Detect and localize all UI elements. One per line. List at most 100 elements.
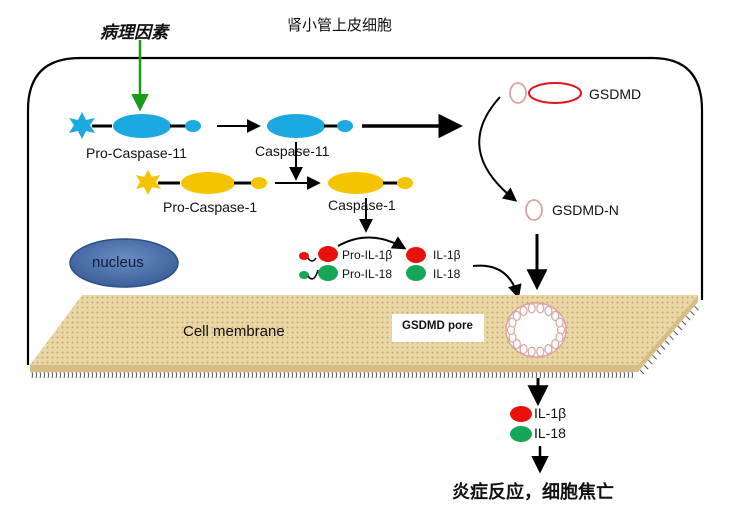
pore-subunit bbox=[512, 310, 521, 321]
lipid-tail bbox=[43, 371, 45, 379]
lipid-tail bbox=[275, 371, 277, 379]
lipid-tail bbox=[483, 371, 485, 379]
lipid-tail bbox=[231, 371, 233, 379]
lipid-tail bbox=[367, 371, 369, 379]
pro-il-1b-glyph bbox=[299, 246, 338, 262]
pro-caspase-11-protein bbox=[69, 112, 201, 139]
lipid-tail bbox=[503, 371, 505, 379]
lipid-tail bbox=[479, 371, 481, 379]
lipid-tail bbox=[315, 371, 317, 379]
lipid-tail bbox=[459, 371, 461, 379]
lipid-tail bbox=[407, 371, 409, 379]
lipid-tail bbox=[623, 371, 625, 379]
lipid-tail bbox=[463, 371, 465, 379]
lipid-tail bbox=[311, 371, 313, 379]
lipid-tail bbox=[379, 371, 381, 379]
lipid-tail bbox=[119, 371, 121, 379]
lipid-tail bbox=[685, 315, 691, 321]
lipid-tail bbox=[323, 371, 325, 379]
gsdmd-pore-label: GSDMD pore bbox=[402, 320, 473, 332]
lipid-tail bbox=[619, 371, 621, 379]
pore-subunit bbox=[551, 339, 560, 350]
lipid-tail bbox=[431, 371, 433, 379]
lipid-tail bbox=[690, 310, 695, 316]
lipid-tail bbox=[669, 335, 674, 341]
lipid-tail bbox=[223, 371, 225, 379]
lipid-tail bbox=[547, 371, 549, 379]
lipid-tail bbox=[91, 371, 93, 379]
pore-subunit bbox=[519, 305, 528, 316]
lipid-tail bbox=[211, 371, 213, 379]
lipid-tail bbox=[415, 371, 417, 379]
lipid-tail bbox=[279, 371, 281, 379]
lipid-tail bbox=[575, 371, 577, 379]
lipid-tail bbox=[155, 371, 157, 379]
lipid-tail bbox=[75, 371, 77, 379]
lipid-tail bbox=[531, 371, 533, 379]
arrow-pro-il-to-il bbox=[337, 236, 407, 250]
lipid-tail bbox=[271, 371, 273, 379]
pore-subunit bbox=[555, 332, 564, 343]
lipid-tail bbox=[607, 371, 609, 379]
lipid-tail bbox=[495, 371, 497, 379]
lipid-tail bbox=[451, 371, 453, 379]
lipid-tail bbox=[471, 371, 473, 379]
lipid-tail bbox=[299, 371, 301, 379]
lipid-tail bbox=[419, 371, 421, 379]
lipid-tail bbox=[143, 371, 145, 379]
lipid-tail bbox=[587, 371, 589, 379]
lipid-tail bbox=[171, 371, 173, 379]
lipid-tail bbox=[499, 371, 501, 379]
lipid-tail bbox=[423, 371, 425, 379]
lipid-tail bbox=[559, 371, 561, 379]
pore-subunit bbox=[544, 344, 553, 355]
lipid-tail bbox=[551, 371, 553, 379]
lipid-tail bbox=[35, 371, 37, 379]
lipid-tail bbox=[455, 371, 457, 379]
lipid-tail bbox=[71, 371, 73, 379]
lipid-tail bbox=[487, 371, 489, 379]
gsdmd-label: GSDMD bbox=[589, 86, 642, 102]
il-18-label: IL-18 bbox=[433, 267, 461, 281]
caspase-1-label: Caspase-1 bbox=[328, 197, 396, 213]
lipid-tail bbox=[247, 371, 249, 379]
pore-subunit bbox=[512, 339, 521, 350]
gsdmd-n-label: GSDMD-N bbox=[552, 202, 619, 218]
lipid-tail bbox=[339, 371, 341, 379]
pro-il-18-label: Pro-IL-18 bbox=[342, 267, 393, 281]
pore-subunit bbox=[508, 317, 517, 328]
lipid-tail bbox=[83, 371, 85, 379]
lipid-tail bbox=[660, 345, 666, 350]
lipid-tail bbox=[467, 371, 469, 379]
lipid-tail bbox=[183, 371, 185, 379]
lipid-tail bbox=[239, 371, 241, 379]
pore-subunit bbox=[536, 303, 545, 314]
lipid-tail bbox=[103, 371, 105, 379]
lipid-tail bbox=[694, 305, 699, 311]
pro-caspase-11-star bbox=[69, 112, 95, 139]
lipid-tail bbox=[287, 371, 289, 379]
cell-membrane bbox=[30, 295, 699, 379]
lipid-tail bbox=[643, 364, 649, 370]
il-18-glyph bbox=[406, 265, 426, 281]
lipid-tail bbox=[427, 371, 429, 379]
lipid-tail bbox=[511, 371, 513, 379]
lipid-tail bbox=[615, 371, 617, 379]
il-1b-glyph bbox=[406, 247, 426, 263]
lipid-tail bbox=[79, 371, 81, 379]
lipid-tail bbox=[87, 371, 89, 379]
lipid-tail bbox=[127, 371, 129, 379]
lipid-tail bbox=[543, 371, 545, 379]
lipid-tail bbox=[571, 371, 573, 379]
lipid-tail bbox=[539, 371, 541, 379]
lipid-tail bbox=[673, 330, 678, 336]
lipid-tail bbox=[363, 371, 365, 379]
lipid-tail bbox=[251, 371, 253, 379]
lipid-tail bbox=[235, 371, 237, 379]
lipid-tail bbox=[375, 371, 377, 379]
lipid-tail bbox=[51, 371, 53, 379]
il-1b-label: IL-1β bbox=[433, 248, 461, 262]
pro-caspase-11-label: Pro-Caspase-11 bbox=[86, 145, 187, 161]
lipid-tail bbox=[443, 371, 445, 379]
released-il-18-label: IL-18 bbox=[534, 425, 566, 441]
